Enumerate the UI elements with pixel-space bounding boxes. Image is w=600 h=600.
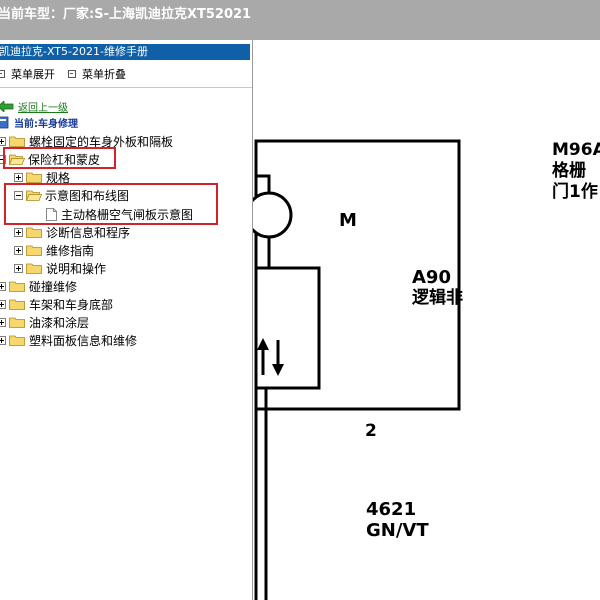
tree-item-bolted-panels[interactable]: 螺栓固定的车身外板和隔板 xyxy=(0,133,173,149)
divider xyxy=(0,87,252,88)
tree-item-label: 碰撞维修 xyxy=(29,279,78,294)
tree-item-frame-underbody[interactable]: 车架和车身底部 xyxy=(0,296,113,312)
highlight-box-bumpers xyxy=(3,147,116,169)
document-icon xyxy=(46,207,57,221)
vehicle-info: 当前车型：厂家:S-上海凯迪拉克XT52021 xyxy=(0,3,251,22)
tree-item-label: 主动格栅空气闸板示意图 xyxy=(61,207,194,222)
folder-icon xyxy=(26,172,42,183)
expand-icon[interactable] xyxy=(14,245,23,255)
folder-icon xyxy=(9,299,25,310)
module-id: A90 xyxy=(412,267,451,288)
motor-label: M xyxy=(339,210,357,231)
back-link-label: 返回上一级 xyxy=(18,103,68,114)
collapse-all-button[interactable]: 菜单折叠 xyxy=(67,66,126,82)
folder-icon xyxy=(9,335,25,346)
tree-view: 螺栓固定的车身外板和隔板 保险杠和蒙皮 规格 示意图和布线图 主动格栅空气闸板示… xyxy=(0,0,252,560)
expand-icon[interactable] xyxy=(14,172,23,182)
wire-color: GN/VT xyxy=(366,520,429,541)
tree-item-label: 规格 xyxy=(46,170,71,185)
bidirectional-arrow-icon xyxy=(257,338,284,376)
folder-icon xyxy=(26,245,42,256)
tree-item-specifications[interactable]: 规格 xyxy=(14,169,70,185)
menu-icon xyxy=(0,69,6,79)
expand-all-label: 菜单展开 xyxy=(11,68,55,81)
tree-item-description-operation[interactable]: 说明和操作 xyxy=(14,260,106,276)
circuit-number: 4621 xyxy=(366,499,416,520)
back-arrow-icon xyxy=(0,101,14,112)
tree-item-label: 油漆和涂层 xyxy=(29,315,90,330)
tree-item-diagnostics[interactable]: 诊断信息和程序 xyxy=(14,224,130,240)
tree-item-repair-guide[interactable]: 维修指南 xyxy=(14,242,94,258)
expand-icon[interactable] xyxy=(0,299,6,309)
current-location-label: 当前:车身修理 xyxy=(14,119,78,130)
signal-box xyxy=(254,266,321,390)
folder-icon xyxy=(9,281,25,292)
open-folder-icon xyxy=(26,190,42,201)
open-folder-icon xyxy=(9,154,25,165)
expand-icon[interactable] xyxy=(0,136,6,146)
tree-item-label: 维修指南 xyxy=(46,243,95,258)
expand-icon[interactable] xyxy=(14,227,23,237)
tree-item-label: 车架和车身底部 xyxy=(29,297,114,312)
book-icon xyxy=(0,116,9,129)
expand-icon[interactable] xyxy=(0,281,6,291)
pin-number: 2 xyxy=(365,421,377,441)
vehicle-label: 当前车型： xyxy=(0,7,64,22)
expand-all-button[interactable]: 菜单展开 xyxy=(0,66,55,82)
motor-symbol xyxy=(253,191,293,239)
menu-icon xyxy=(67,69,77,79)
expand-icon[interactable] xyxy=(0,317,6,327)
tree-item-label: 螺栓固定的车身外板和隔板 xyxy=(29,134,174,149)
highlight-box-schematics xyxy=(4,183,218,225)
collapse-icon[interactable] xyxy=(14,190,23,200)
component-desc: 格栅 xyxy=(552,160,586,181)
tree-item-label: 诊断信息和程序 xyxy=(46,225,131,240)
top-bar: 当前车型：厂家:S-上海凯迪拉克XT52021 xyxy=(0,0,600,40)
panel-title: 凯迪拉克-XT5-2021-维修手册 xyxy=(0,44,250,60)
navigation-panel: 凯迪拉克-XT5-2021-维修手册 菜单展开 菜单折叠 返回上一级 当前:车身… xyxy=(0,40,253,600)
tree-item-collision-repair[interactable]: 碰撞维修 xyxy=(0,278,77,294)
folder-icon xyxy=(26,227,42,238)
collapse-all-label: 菜单折叠 xyxy=(82,68,126,81)
tree-item-paint-coatings[interactable]: 油漆和涂层 xyxy=(0,314,89,330)
component-desc: 门1作 xyxy=(552,181,598,202)
tree-item-label: 塑料面板信息和维修 xyxy=(29,333,138,348)
module-desc: 逻辑非 xyxy=(412,287,463,308)
expand-icon[interactable] xyxy=(14,263,23,273)
manufacturer-text: 厂家:S-上海凯迪拉克XT52021 xyxy=(63,7,252,22)
tree-item-plastic-panels[interactable]: 塑料面板信息和维修 xyxy=(0,332,137,348)
expand-icon[interactable] xyxy=(0,335,6,345)
folder-icon xyxy=(9,317,25,328)
wiring-diagram: M96A 格栅 门1作 M A90 逻辑非 2 4621 GN/VT xyxy=(253,139,600,600)
folder-icon xyxy=(26,263,42,274)
tree-item-label: 示意图和布线图 xyxy=(45,188,130,203)
component-id: M96A xyxy=(552,140,600,160)
tree-item-schematics[interactable]: 示意图和布线图 xyxy=(14,187,129,203)
tree-item-grille-shutter-schematic[interactable]: 主动格栅空气闸板示意图 xyxy=(46,206,193,222)
tree-item-label: 保险杠和蒙皮 xyxy=(28,152,101,167)
folder-icon xyxy=(9,136,25,147)
tree-item-label: 说明和操作 xyxy=(46,261,107,276)
